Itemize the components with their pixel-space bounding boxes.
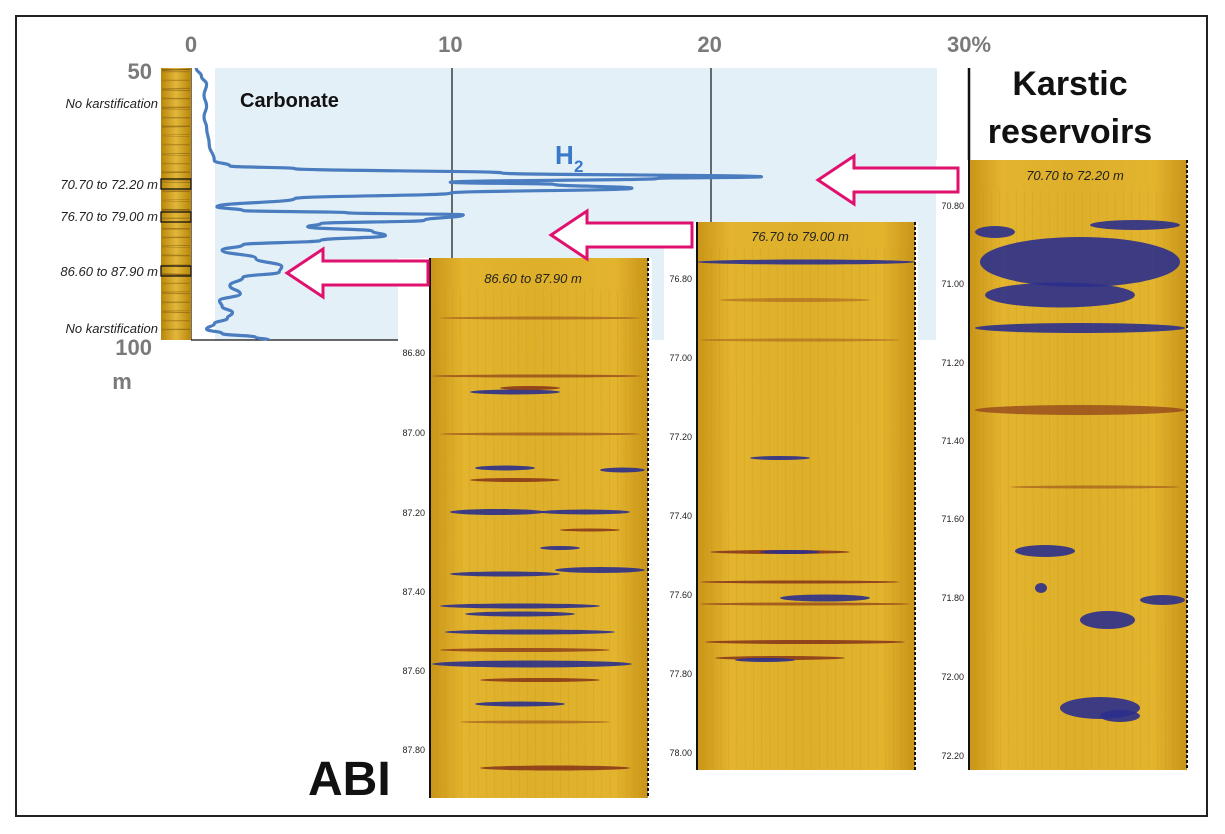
core-label-top: No karstification	[66, 96, 158, 111]
x-tick-2: 20	[697, 32, 721, 57]
y-tick-100: 100	[115, 335, 152, 360]
panel-tick: 72.00	[941, 672, 964, 682]
panel-tick: 87.60	[402, 666, 425, 676]
arrow	[284, 246, 430, 300]
karstic-label-line2: reservoirs	[988, 113, 1152, 151]
panel-tick: 71.00	[941, 279, 964, 289]
panel-tick: 72.20	[941, 751, 964, 761]
svg-text:H: H	[555, 140, 574, 170]
panel-76-title: 76.70 to 79.00 m	[751, 229, 849, 244]
panel-tick: 71.80	[941, 593, 964, 603]
figure-frame	[15, 15, 1208, 817]
panel-tick: 86.80	[402, 348, 425, 358]
core-log-texture	[161, 68, 191, 331]
core-label-bottom: No karstification	[66, 321, 158, 336]
abi-image-76	[697, 222, 915, 770]
panel-tick: 77.00	[669, 353, 692, 363]
abi-image-86	[430, 258, 648, 798]
svg-text:2: 2	[574, 157, 583, 176]
x-tick-1: 10	[438, 32, 462, 57]
panel-tick: 77.60	[669, 590, 692, 600]
abi-panel-70: 70.70 to 72.20 m	[936, 160, 1190, 771]
x-tick-3: 30%	[947, 32, 991, 57]
x-tick-0: 0	[185, 32, 197, 57]
h2-series-label: H 2	[555, 140, 583, 176]
core-label-1: 70.70 to 72.20 m	[60, 177, 158, 192]
panel-86-title: 86.60 to 87.90 m	[484, 271, 582, 286]
arrows	[284, 153, 960, 300]
y-tick-50: 50	[128, 59, 152, 84]
abi-panel-86: 86.60 to 87.90 m	[398, 258, 652, 799]
panel-tick: 71.40	[941, 436, 964, 446]
panel-tick: 70.80	[941, 201, 964, 211]
abi-label: ABI	[308, 753, 391, 806]
panel-tick: 87.20	[402, 508, 425, 518]
panel-tick: 76.80	[669, 274, 692, 284]
core-log-strip	[161, 68, 191, 340]
panel-tick: 77.80	[669, 669, 692, 679]
core-box-1	[160, 178, 192, 190]
y-unit: m	[112, 369, 132, 394]
panel-tick: 71.60	[941, 514, 964, 524]
panel-tick: 78.00	[669, 748, 692, 758]
arrow	[548, 208, 694, 262]
karstic-label-line1: Karstic	[1012, 65, 1127, 103]
carbonate-label: Carbonate	[240, 90, 339, 112]
x-axis-ticks: 0 10 20 30%	[185, 32, 991, 57]
panel-depth-ticks: 86.80 87.00 87.20 87.40 87.60 87.80 76.80 77.00…	[402, 201, 964, 761]
panel-70-title: 70.70 to 72.20 m	[1026, 168, 1124, 183]
panel-tick: 71.20	[941, 358, 964, 368]
arrow	[815, 153, 960, 207]
panel-tick: 87.00	[402, 428, 425, 438]
panel-tick: 87.40	[402, 587, 425, 597]
h2-series-line	[194, 67, 764, 342]
panel-tick: 77.20	[669, 432, 692, 442]
core-box-2	[160, 211, 192, 223]
core-label-3: 86.60 to 87.90 m	[60, 264, 158, 279]
abi-panel-76: 76.70 to 79.00 m	[664, 222, 918, 771]
core-label-2: 76.70 to 79.00 m	[60, 209, 158, 224]
panel-tick: 87.80	[402, 745, 425, 755]
panel-tick: 77.40	[669, 511, 692, 521]
core-box-3	[160, 265, 192, 277]
